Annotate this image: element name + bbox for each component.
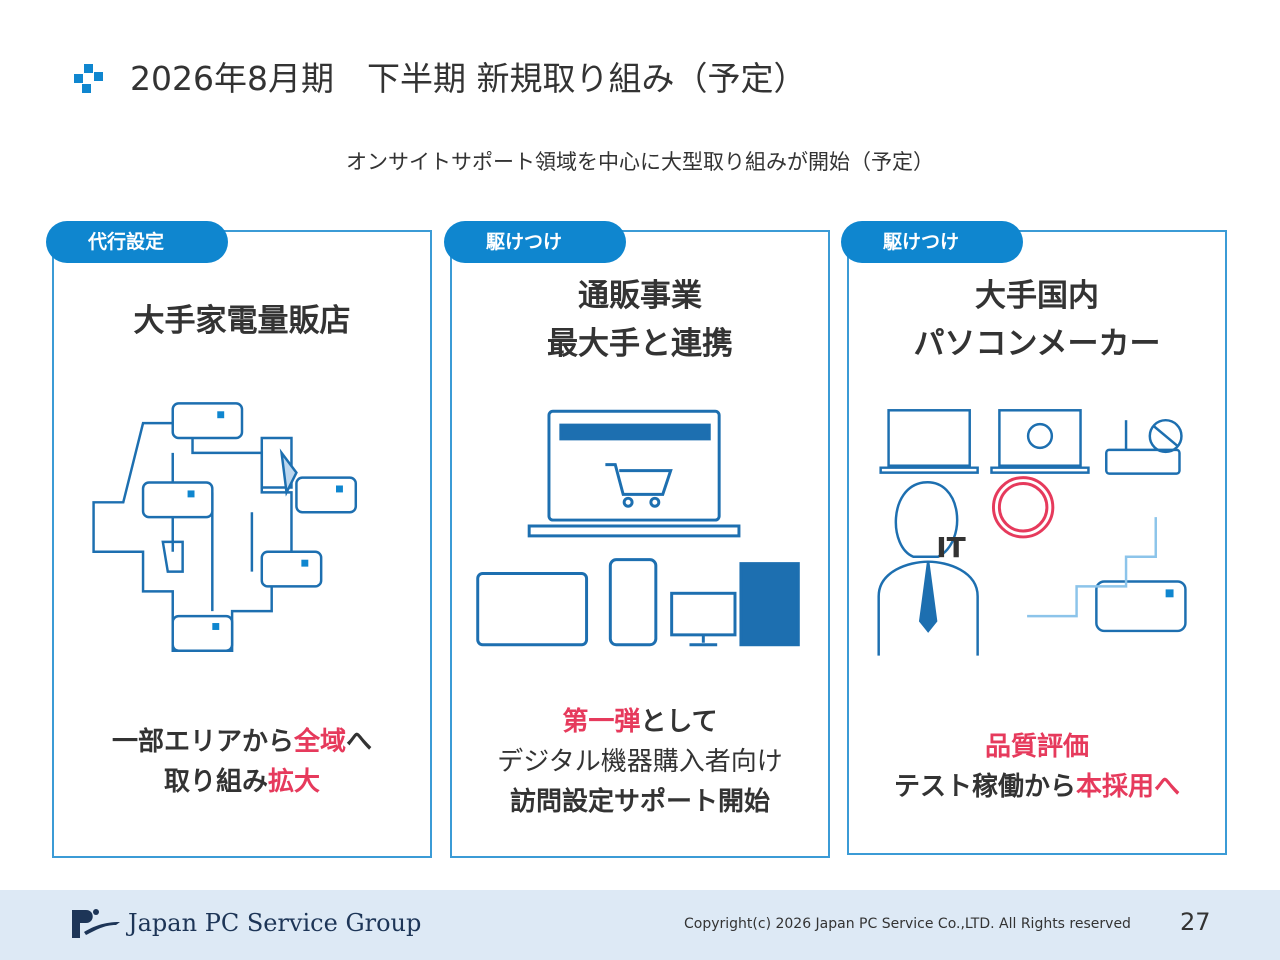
company-name: Japan PC Service Group bbox=[128, 909, 422, 937]
jpcs-logo-icon bbox=[72, 909, 120, 938]
card-heading: 通販事業最大手と連携 bbox=[547, 278, 733, 362]
card-heading: 大手国内パソコンメーカー bbox=[913, 278, 1161, 362]
card-tag: 代行設定 bbox=[46, 221, 228, 263]
devices-shop-illustration bbox=[476, 409, 800, 647]
card-electronics-retailer: 大手家電量販店 一部エリアから全域へ 取り組み拡大 bbox=[52, 230, 432, 858]
card-heading: 大手家電量販店 bbox=[133, 303, 351, 339]
card-tag: 駆けつけ bbox=[444, 221, 626, 263]
brand-squares-icon bbox=[74, 64, 103, 93]
card-footer: 第一弾として デジタル機器購入者向け 訪問設定サポート開始 bbox=[497, 707, 783, 817]
card-tag: 駆けつけ bbox=[841, 221, 1023, 263]
page-number: 27 bbox=[1180, 908, 1211, 936]
company-logo: Japan PC Service Group bbox=[70, 905, 421, 941]
copyright: Copyright(c) 2026 Japan PC Service Co.,L… bbox=[684, 916, 1131, 932]
it-badge: IT bbox=[936, 531, 966, 564]
it-support-illustration bbox=[877, 409, 1187, 656]
page-title: 2026年8月期 下半期 新規取り組み（予定） bbox=[130, 59, 807, 98]
map-with-vans-illustration bbox=[92, 402, 358, 652]
footer: Japan PC Service Group Copyright(c) 2026… bbox=[0, 890, 1280, 960]
card-footer: 品質評価 テスト稼働から本採用へ bbox=[893, 732, 1181, 802]
card-footer: 一部エリアから全域へ 取り組み拡大 bbox=[111, 727, 373, 797]
card-ecommerce-partner: 通販事業最大手と連携 第一弾として デジタル機器購入者向け 訪問設定サポート開始 bbox=[450, 230, 830, 858]
card-pc-maker: 大手国内パソコンメーカー IT 品質評価 テスト稼働から本採用へ bbox=[847, 230, 1227, 855]
page-subtitle: オンサイトサポート領域を中心に大型取り組みが開始（予定） bbox=[346, 150, 934, 174]
